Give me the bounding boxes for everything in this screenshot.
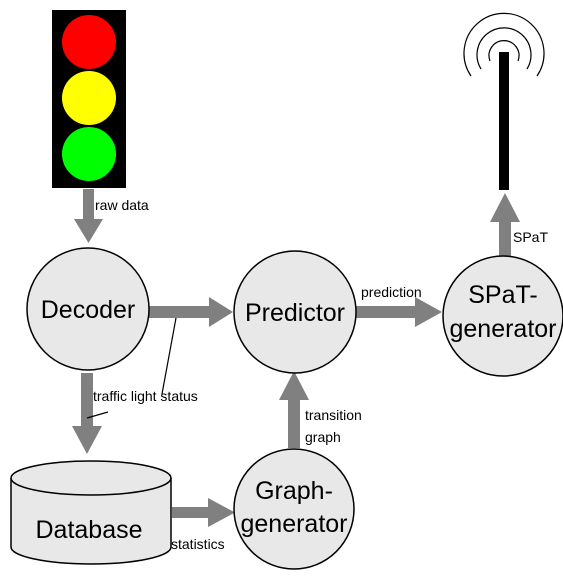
database-node: Database bbox=[10, 460, 172, 565]
antenna-icon bbox=[463, 12, 545, 190]
status-leader-line bbox=[161, 317, 177, 395]
arrow-predictor-spat bbox=[355, 297, 442, 327]
raw-data-label: raw data bbox=[95, 197, 149, 213]
predictor-node: Predictor bbox=[233, 250, 357, 374]
spat-label: SPaT bbox=[513, 229, 548, 245]
transition-label: transition bbox=[305, 407, 362, 423]
prediction-label: prediction bbox=[361, 284, 422, 300]
spat-generator-node: SPaT- generator bbox=[442, 255, 563, 377]
spat-generator-label-line1: SPaT- bbox=[468, 281, 537, 309]
red-light bbox=[62, 15, 116, 69]
statistics-label: statistics bbox=[171, 536, 225, 552]
status-leader-line-left bbox=[86, 411, 109, 419]
graph-label: graph bbox=[305, 429, 341, 445]
green-light bbox=[62, 127, 116, 181]
traffic-light-status-label: traffic light status bbox=[93, 388, 198, 404]
graph-generator-label-line1: Graph- bbox=[255, 477, 333, 505]
graph-generator-label-line2: generator bbox=[240, 510, 347, 538]
predictor-label: Predictor bbox=[245, 299, 345, 327]
database-label: Database bbox=[35, 516, 142, 544]
traffic-light-icon bbox=[52, 10, 126, 188]
arrow-decoder-database bbox=[72, 373, 102, 454]
arrow-decoder-predictor bbox=[149, 297, 233, 327]
graph-generator-node: Graph- generator bbox=[233, 448, 355, 570]
arrow-graph-predictor bbox=[279, 371, 309, 448]
decoder-label: Decoder bbox=[41, 296, 136, 324]
spat-generator-label-line2: generator bbox=[449, 315, 556, 343]
yellow-light bbox=[62, 71, 116, 125]
decoder-node: Decoder bbox=[26, 247, 150, 371]
arrow-database-graph bbox=[172, 498, 235, 527]
arrow-raw-data bbox=[74, 189, 103, 243]
arrow-spat-antenna bbox=[490, 193, 520, 256]
